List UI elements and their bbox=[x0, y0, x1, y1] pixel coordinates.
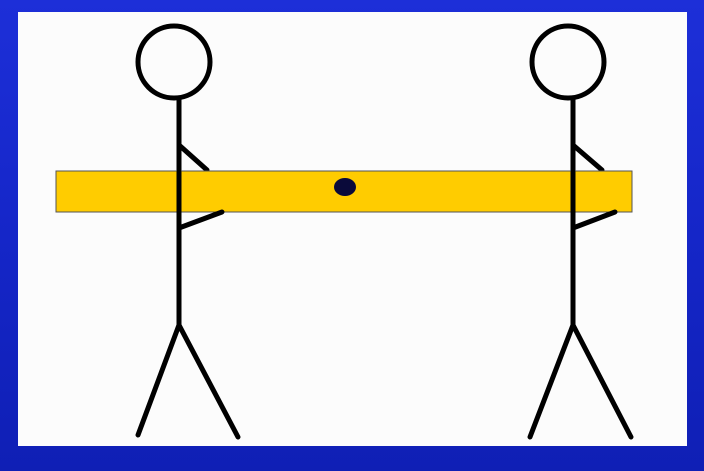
left-figure-right-leg bbox=[179, 325, 238, 437]
left-figure-head bbox=[138, 26, 210, 98]
beam-center-dot bbox=[334, 178, 356, 196]
left-stick-figure bbox=[138, 26, 210, 175]
left-figure-left-leg bbox=[138, 325, 179, 435]
left-figure-lower-arm bbox=[179, 212, 222, 228]
right-stick-figure bbox=[532, 26, 604, 175]
left-figure-upper-arm bbox=[179, 145, 207, 170]
right-figure-left-leg bbox=[530, 325, 573, 437]
right-figure-upper-arm bbox=[573, 145, 602, 170]
right-figure-right-leg bbox=[573, 325, 631, 437]
right-figure-head bbox=[532, 26, 604, 98]
right-figure-lower-arm bbox=[573, 212, 615, 228]
